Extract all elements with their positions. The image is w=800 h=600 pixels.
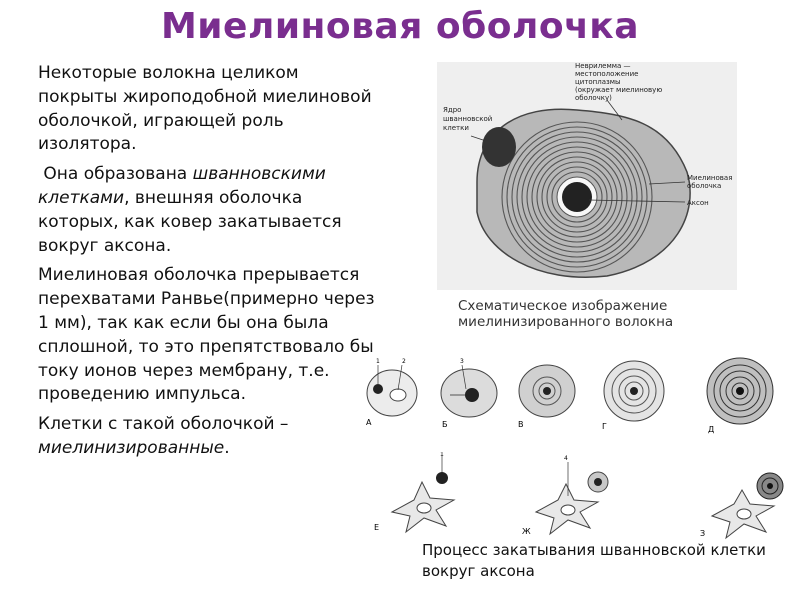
stage-label-d: Г bbox=[602, 422, 607, 431]
paragraph-2: Она образована шванновскими клетками, вн… bbox=[38, 163, 383, 258]
figure-caption-bottom: Процесс закатывания шванновской клетки в… bbox=[422, 541, 766, 580]
cell-label-zh: Ж bbox=[522, 527, 531, 536]
cell-label-z: З bbox=[700, 529, 705, 538]
myelination-stages-diagram: 1 2 3 А Б В Г Д bbox=[366, 357, 774, 434]
paragraph-3: Миелиновая оболочка прерывается перехват… bbox=[38, 265, 375, 405]
myelinated-fiber-diagram: Ядро шванновской клетки Неврилемма — мес… bbox=[437, 62, 737, 290]
paragraph-4-term: миелинизированные bbox=[38, 437, 225, 458]
stage-d-cell bbox=[603, 360, 665, 422]
number-4: 4 bbox=[564, 455, 568, 462]
slide-title: Миелиновая оболочка bbox=[160, 6, 640, 47]
paragraph-2-suffix: , внешняя оболочка которых, как ковер за… bbox=[38, 187, 342, 256]
stage-label-a: А bbox=[366, 418, 372, 427]
number-1-lower: 1 bbox=[440, 452, 444, 458]
stage-label-e: Д bbox=[708, 425, 714, 434]
cell-z bbox=[710, 472, 784, 540]
paragraph-2-term: шванновскими клетками bbox=[38, 164, 326, 208]
stage-a-cell bbox=[366, 364, 418, 417]
body-text: Некоторые волокна целиком покрыты жиропо… bbox=[38, 62, 383, 467]
label-neurilemma: Неврилемма — местоположение цитоплазмы (… bbox=[575, 62, 664, 102]
schwann-cell-wrapping-diagram: 1 4 Е Ж З bbox=[374, 452, 784, 540]
number-3: 3 bbox=[460, 358, 464, 365]
paragraph-4-suffix: . bbox=[224, 437, 230, 458]
label-axon: Аксон bbox=[687, 199, 709, 207]
label-nucleus: Ядро шванновской клетки bbox=[443, 106, 495, 132]
paragraph-4: Клетки с такой оболочкой – миелинизирова… bbox=[38, 413, 383, 461]
stage-c-cell bbox=[518, 364, 576, 418]
number-2: 2 bbox=[402, 358, 406, 365]
cell-label-e: Е bbox=[374, 523, 379, 532]
stage-e-cell bbox=[706, 357, 774, 425]
cell-e bbox=[390, 456, 456, 534]
figure-caption-top: Схематическое изображение миелинизирован… bbox=[458, 298, 674, 330]
stage-b-cell bbox=[440, 364, 498, 418]
paragraph-1: Некоторые волокна целиком покрыты жиропо… bbox=[38, 63, 372, 155]
stage-label-c: В bbox=[518, 420, 524, 429]
cell-zh bbox=[534, 462, 609, 536]
paragraph-2-prefix: Она образована bbox=[43, 164, 193, 185]
number-1: 1 bbox=[376, 358, 380, 365]
label-myelin: Миелиновая оболочка bbox=[687, 174, 735, 190]
stage-label-b: Б bbox=[442, 420, 448, 429]
paragraph-4-prefix: Клетки с такой оболочкой – bbox=[38, 414, 289, 435]
